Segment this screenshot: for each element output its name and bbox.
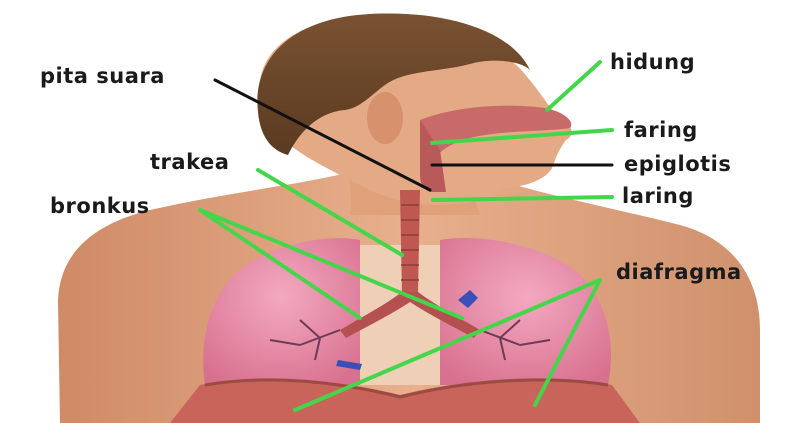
label-epiglotis: epiglotis: [624, 154, 731, 175]
label-bronkus: bronkus: [50, 196, 150, 217]
label-faring: faring: [624, 120, 698, 141]
label-laring: laring: [622, 186, 694, 207]
label-diafragma: diafragma: [616, 262, 742, 283]
pointer-hidung: [547, 62, 600, 110]
ear: [367, 92, 403, 144]
label-pita-suara: pita suara: [40, 66, 165, 87]
label-hidung: hidung: [610, 52, 695, 73]
label-trakea: trakea: [150, 152, 229, 173]
